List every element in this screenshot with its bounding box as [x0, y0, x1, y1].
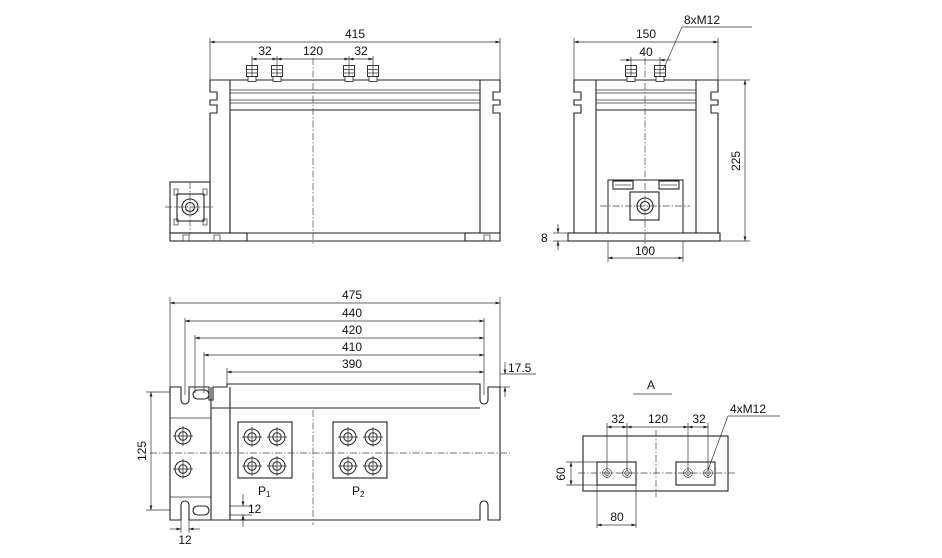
front-view: 415 32 120 32 — [165, 27, 501, 245]
plan-view: P1 P2 475 440 420 410 390 17.5 125 — [135, 288, 536, 547]
detail-title: A — [647, 378, 655, 392]
detail-width-label: 80 — [610, 510, 624, 524]
plan-slot-height-label: 12 — [248, 502, 262, 516]
terminal-p2-label: P2 — [352, 484, 365, 499]
detail-bolt-spec-label: 4xM12 — [730, 402, 766, 416]
side-bolt-spec-label: 8xM12 — [684, 13, 720, 27]
plan-390-label: 390 — [342, 357, 362, 371]
detail-pitch-left-label: 32 — [611, 412, 625, 426]
side-height-label: 225 — [729, 151, 743, 171]
plan-410-label: 410 — [342, 340, 362, 354]
detail-height-label: 60 — [554, 467, 568, 481]
plan-slot-label: 17.5 — [508, 361, 532, 375]
plan-overall-label: 475 — [342, 288, 362, 302]
plan-440-label: 440 — [342, 306, 362, 320]
side-base-label: 8 — [541, 231, 548, 245]
front-width-label: 415 — [345, 27, 365, 41]
side-box-label: 100 — [635, 244, 655, 258]
side-width-label: 150 — [636, 27, 656, 41]
front-pitch-right-label: 32 — [354, 44, 368, 58]
plan-height-label: 125 — [135, 441, 149, 461]
side-view: 150 40 8xM12 225 8 100 — [541, 13, 752, 262]
detail-pitch-mid-label: 120 — [648, 412, 668, 426]
detail-pitch-right-label: 32 — [692, 412, 706, 426]
plan-420-label: 420 — [342, 323, 362, 337]
front-pitch-left-label: 32 — [258, 44, 272, 58]
detail-a-view: A 32 120 32 4xM12 60 80 — [554, 378, 780, 528]
front-pitch-mid-label: 120 — [303, 44, 323, 58]
plan-slot-width-label: 12 — [178, 533, 192, 547]
side-pitch-label: 40 — [639, 45, 653, 59]
terminal-p1-label: P1 — [258, 484, 271, 499]
